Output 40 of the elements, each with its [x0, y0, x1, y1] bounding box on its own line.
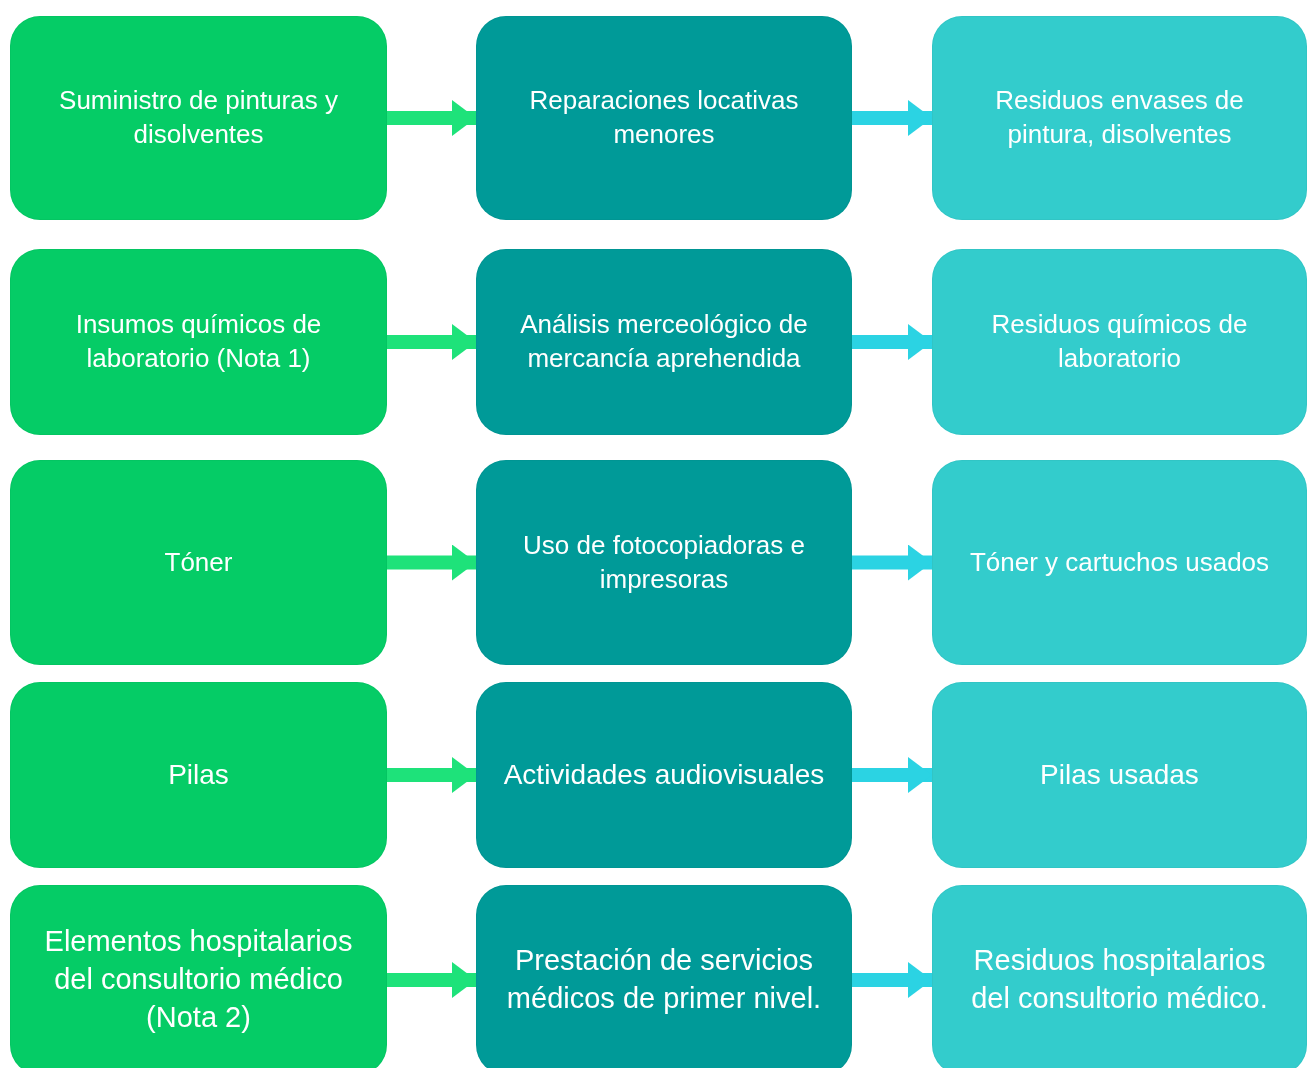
arrow — [852, 100, 932, 136]
box-label: Residuos hospitalarios del consultorio médico. — [970, 943, 1269, 1016]
process-box — [476, 460, 852, 665]
box-label: Uso de fotocopiadoras e impresoras — [522, 528, 806, 596]
arrow — [852, 962, 932, 998]
process-box — [10, 682, 387, 868]
box-label: Elementos hospitalarios del consultorio médico (Nota 2) — [43, 924, 354, 1035]
process-box — [476, 249, 852, 435]
box-label: Reparaciones locativas menores — [528, 84, 800, 151]
arrow — [387, 757, 476, 793]
box-label: Análisis merceológico de mercancía aprehendida — [519, 308, 809, 375]
box-label: Prestación de servicios médicos de primer nivel. — [505, 943, 823, 1016]
process-box — [10, 16, 387, 220]
process-box — [10, 885, 387, 1068]
box-label: Actividades audiovisuales — [503, 757, 825, 792]
box-label: Residuos químicos de laboratorio — [990, 308, 1249, 375]
box-label: Tóner y cartuchos usados — [969, 545, 1270, 579]
arrow — [387, 324, 476, 360]
process-box — [932, 460, 1307, 665]
box-label: Pilas usadas — [1040, 757, 1199, 792]
arrow — [852, 324, 932, 360]
process-box — [10, 460, 387, 665]
process-box — [932, 16, 1307, 220]
box-label: Pilas — [168, 757, 229, 792]
process-box — [10, 249, 387, 435]
box-label: Residuos envases de pintura, disolventes — [994, 84, 1245, 151]
arrow — [387, 100, 476, 136]
arrow — [387, 962, 476, 998]
process-box — [932, 885, 1307, 1068]
process-box — [476, 16, 852, 220]
process-box — [476, 885, 852, 1068]
box-label: Tóner — [164, 545, 233, 579]
arrow — [387, 544, 476, 581]
process-box — [932, 249, 1307, 435]
arrow — [852, 757, 932, 793]
box-label: Suministro de pinturas y disolventes — [58, 84, 339, 151]
box-label: Insumos químicos de laboratorio (Nota 1) — [74, 308, 323, 375]
arrow — [852, 544, 932, 581]
process-box — [932, 682, 1307, 868]
process-box — [476, 682, 852, 868]
